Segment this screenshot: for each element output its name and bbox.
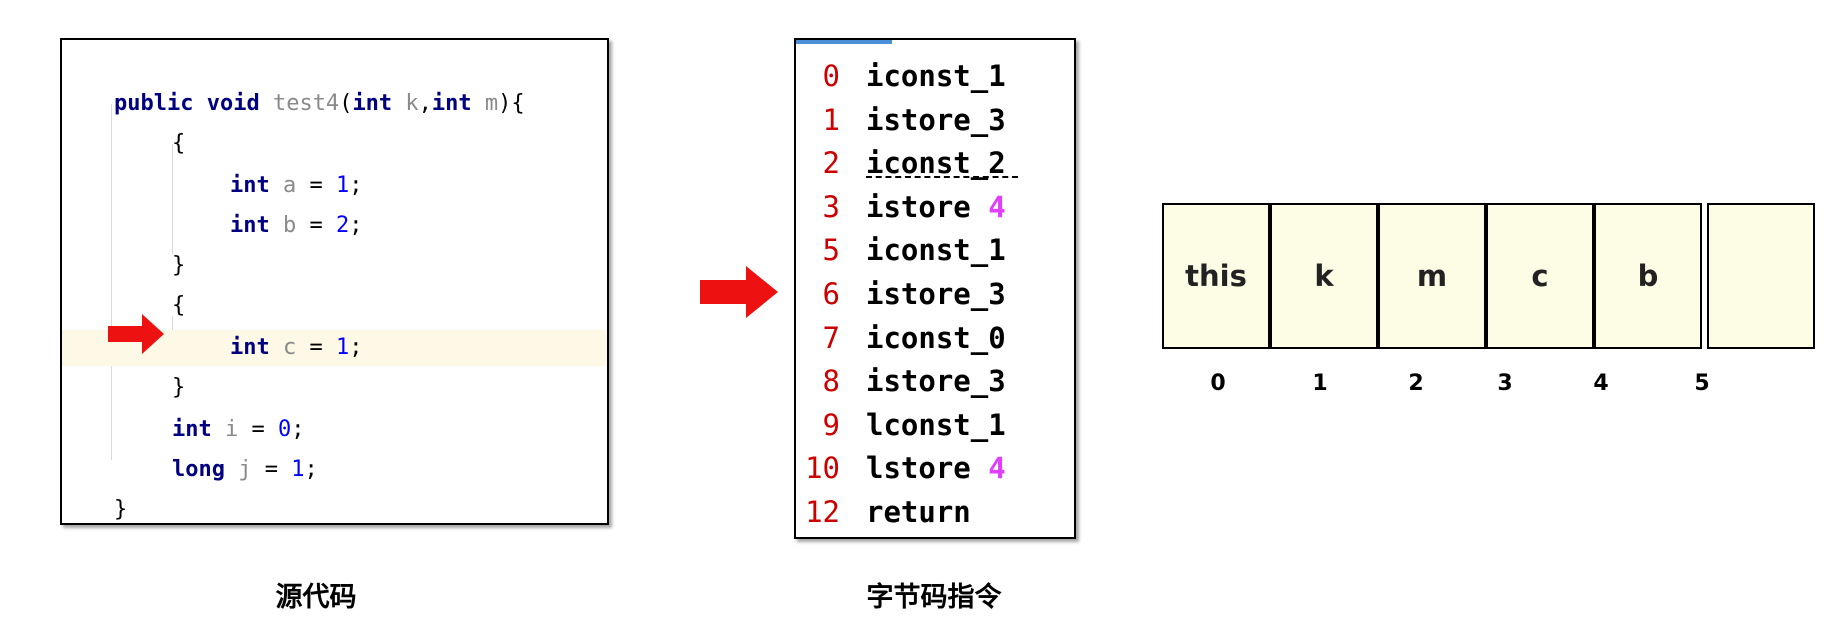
slot-index-label: 5 <box>1694 371 1710 396</box>
code-text: int c = 1; <box>230 335 363 360</box>
bytecode-opcode: iconst_0 <box>866 320 1006 355</box>
variable-slot: this <box>1162 203 1270 349</box>
bytecode-index: 10 <box>805 451 840 486</box>
indent-guide <box>172 144 173 254</box>
bytecode-panel: 0 iconst_1 1 istore_3 2 iconst_2 3 istore 4 5 ico… <box>794 38 1076 539</box>
bytecode-caption: 字节码指令 <box>866 582 1002 613</box>
code-line: { <box>62 288 607 324</box>
red-arrow-icon <box>108 314 164 354</box>
variable-slot: b <box>1594 203 1702 349</box>
code-line: } <box>62 370 607 406</box>
code-line: { <box>62 126 607 162</box>
code-line: long j = 1; <box>62 452 607 488</box>
red-arrow-icon <box>700 266 778 318</box>
code-text: int a = 1; <box>230 173 363 198</box>
bytecode-opcode: istore_3 <box>866 364 1006 399</box>
bytecode-opcode: istore_3 <box>866 277 1006 311</box>
source-code-caption: 源代码 <box>275 582 357 613</box>
code-text: } <box>172 375 186 400</box>
bytecode-index: 3 <box>822 189 840 224</box>
bytecode-opcode: lconst_1 <box>866 407 1006 442</box>
bytecode-index: 9 <box>822 407 840 442</box>
code-text: long j = 1; <box>172 457 318 482</box>
bytecode-index: 5 <box>822 233 840 268</box>
code-line: int c = 1; <box>62 330 607 366</box>
code-line: int a = 1; <box>62 168 607 204</box>
code-text: public void test4(int k,int m){ <box>114 91 525 116</box>
slot-index-label: 3 <box>1497 371 1513 396</box>
panel-top-bar <box>796 40 892 44</box>
bytecode-argument: 4 <box>988 189 1006 224</box>
bytecode-index: 2 <box>822 146 840 181</box>
variable-slot: m <box>1378 203 1486 349</box>
slot-index-label: 1 <box>1312 371 1328 396</box>
slot-index-label: 2 <box>1408 371 1424 396</box>
code-text: { <box>172 293 186 318</box>
bytecode-opcode: iconst_2 <box>866 146 1006 181</box>
code-line: int i = 0; <box>62 412 607 448</box>
bytecode-index: 0 <box>822 59 840 93</box>
bytecode-opcode: istore 4 <box>866 189 1006 224</box>
bytecode-index: 12 <box>805 495 840 529</box>
bytecode-argument: 4 <box>988 451 1006 486</box>
bytecode-opcode: lstore 4 <box>866 451 1006 486</box>
code-line: int b = 2; <box>62 208 607 244</box>
bytecode-index: 8 <box>822 364 840 399</box>
code-text: { <box>172 131 186 156</box>
code-line: public void test4(int k,int m){ <box>62 86 607 122</box>
source-code-panel: public void test4(int k,int m){ { int a = … <box>60 38 609 525</box>
bytecode-index: 1 <box>822 102 840 137</box>
bytecode-index: 7 <box>822 320 840 355</box>
code-line: } <box>62 492 607 523</box>
code-line: } <box>62 248 607 284</box>
code-text: int b = 2; <box>230 213 363 238</box>
code-text: int i = 0; <box>172 417 305 442</box>
dashed-underline <box>866 176 1018 178</box>
bytecode-opcode: iconst_1 <box>866 233 1006 268</box>
indent-guide <box>111 104 112 460</box>
code-text: } <box>172 253 186 278</box>
bytecode-opcode: istore_3 <box>866 102 1006 137</box>
slot-index-label: 0 <box>1210 371 1226 396</box>
variable-slot: k <box>1270 203 1378 349</box>
bytecode-opcode: iconst_1 <box>866 59 1006 93</box>
bytecode-opcode: return <box>866 495 971 529</box>
variable-slot: c <box>1486 203 1594 349</box>
code-text: } <box>114 497 128 522</box>
slot-index-label: 4 <box>1593 371 1609 396</box>
bytecode-index: 6 <box>822 277 840 311</box>
variable-slot <box>1707 203 1815 349</box>
